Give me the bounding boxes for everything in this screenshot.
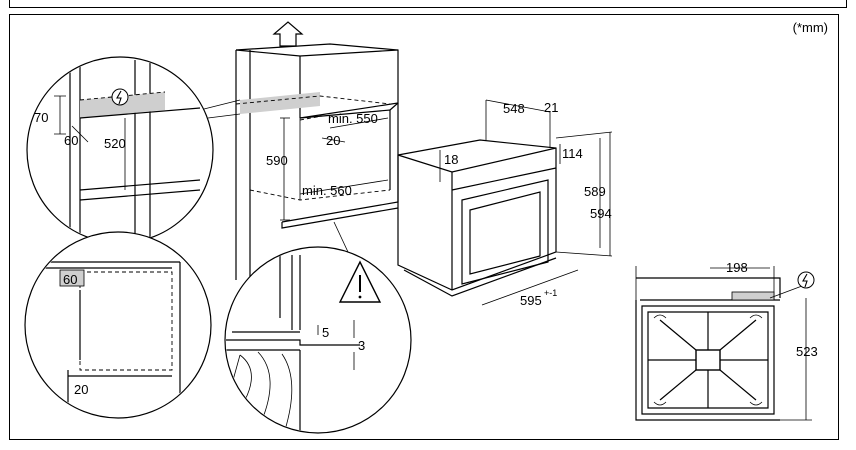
d18-label: 18 [444, 152, 458, 167]
cabinet [199, 21, 399, 280]
d60-top-label: 60 [64, 133, 78, 148]
min560-label: min. 560 [302, 183, 352, 198]
d590-label: 590 [266, 153, 288, 168]
d3-label: 3 [358, 338, 365, 353]
d594-label: 594 [590, 206, 612, 221]
up-arrow-icon [272, 21, 304, 47]
warning-icon [338, 260, 382, 303]
d21-label: 21 [544, 100, 558, 115]
oven-top-view [635, 266, 815, 421]
electric-connection-icon [111, 88, 129, 106]
unit-note: (*mm) [792, 20, 828, 35]
d20-top-label: 20 [326, 133, 340, 148]
d114-label: 114 [562, 146, 583, 161]
oven [397, 99, 613, 306]
detail-circle-side [24, 231, 212, 419]
min550-label: min. 550 [328, 111, 378, 126]
d548-label: 548 [503, 101, 525, 116]
d70-label: 70 [34, 110, 48, 125]
electric-connection-icon [797, 271, 815, 289]
d520-label: 520 [104, 136, 126, 151]
d60-side-label: 60 [63, 272, 77, 287]
detail-circle-top [26, 56, 214, 244]
detail-circle-bottom [224, 221, 412, 434]
d595-tolerance-label: +-1 [544, 288, 557, 298]
d198-label: 198 [726, 260, 748, 275]
d595-label: 595 [520, 293, 542, 308]
d523-label: 523 [796, 344, 818, 359]
top-rule [9, 0, 847, 8]
diagram-frame [9, 14, 839, 440]
d589-label: 589 [584, 184, 606, 199]
d5-label: 5 [322, 325, 329, 340]
d20-side-label: 20 [74, 382, 88, 397]
